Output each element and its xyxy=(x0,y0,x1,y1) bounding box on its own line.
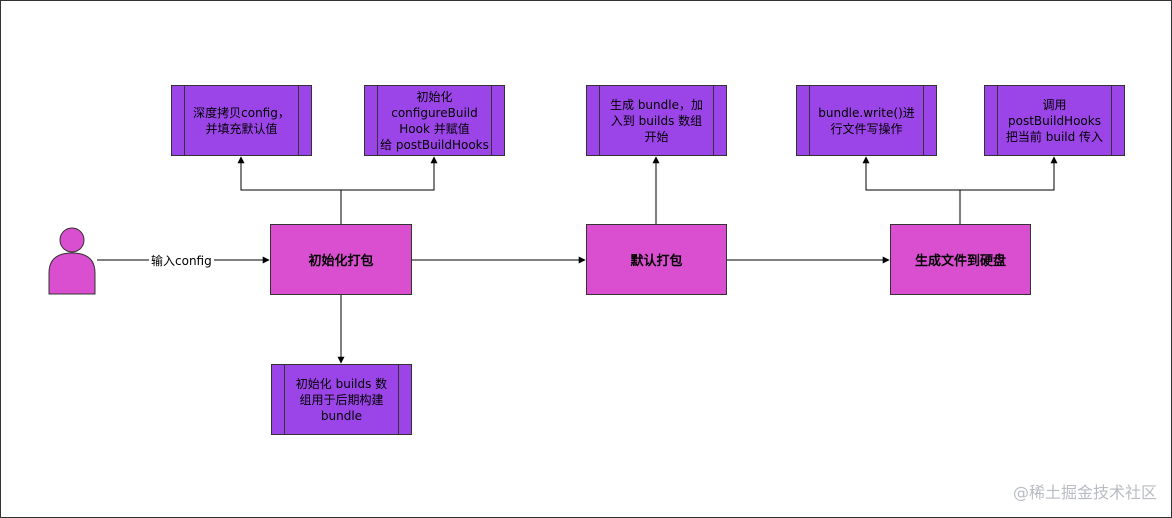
subprocess-init-configure-hook-label: 初始化 configureBuild Hook 并赋值 给 postBuildH… xyxy=(380,89,489,152)
subprocess-deep-copy-config-label: 深度拷贝config， 并填充默认值 xyxy=(193,105,290,136)
step-write-to-disk[interactable]: 生成文件到硬盘 xyxy=(890,224,1031,295)
watermark: @稀土掘金技术社区 xyxy=(1012,483,1157,502)
subprocess-init-builds-array[interactable]: 初始化 builds 数 组用于后期构建 bundle xyxy=(271,364,412,435)
step-write-to-disk-label: 生成文件到硬盘 xyxy=(914,254,1006,269)
step-default-bundle-label: 默认打包 xyxy=(630,254,683,269)
edge-label-input-config: 输入config xyxy=(149,252,214,269)
subprocess-init-builds-array-label: 初始化 builds 数 组用于后期构建 bundle xyxy=(295,376,388,423)
subprocess-call-post-build-hooks[interactable]: 调用 postBuildHooks 把当前 build 传入 xyxy=(984,85,1125,156)
subprocess-deep-copy-config[interactable]: 深度拷贝config， 并填充默认值 xyxy=(171,85,312,156)
step-default-bundle[interactable]: 默认打包 xyxy=(586,224,727,295)
subprocess-init-configure-hook[interactable]: 初始化 configureBuild Hook 并赋值 给 postBuildH… xyxy=(364,85,505,156)
step-init-bundle[interactable]: 初始化打包 xyxy=(270,224,412,295)
subprocess-bundle-write[interactable]: bundle.write()进 行文件写操作 xyxy=(796,85,937,156)
subprocess-generate-bundle[interactable]: 生成 bundle，加 入到 builds 数组 开始 xyxy=(586,85,727,156)
person-icon xyxy=(48,227,96,295)
edge-init-to-init-hook xyxy=(341,156,438,191)
edge-write-disk-to-call-hooks xyxy=(960,156,1058,191)
subprocess-generate-bundle-label: 生成 bundle，加 入到 builds 数组 开始 xyxy=(610,97,703,144)
step-init-bundle-label: 初始化打包 xyxy=(308,254,374,269)
subprocess-bundle-write-label: bundle.write()进 行文件写操作 xyxy=(818,105,915,136)
edge-write-disk-to-bundle-write xyxy=(862,156,961,224)
edge-init-to-deep-copy xyxy=(237,156,342,224)
subprocess-call-post-build-hooks-label: 调用 postBuildHooks 把当前 build 传入 xyxy=(1005,97,1104,144)
